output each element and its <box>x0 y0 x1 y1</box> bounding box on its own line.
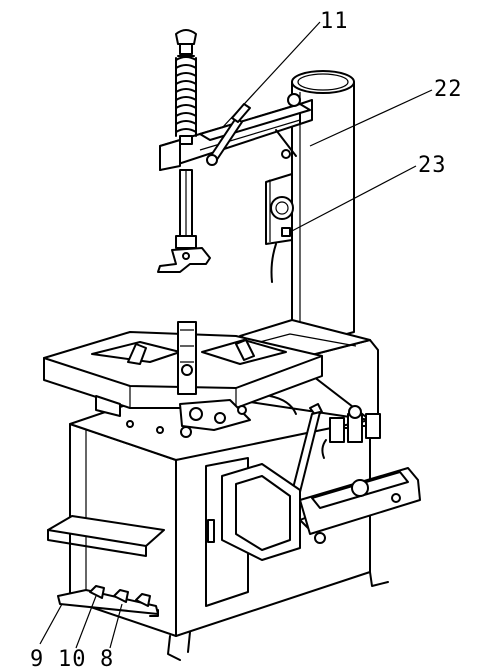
callout-labels: 11 22 23 9 10 8 <box>30 9 463 672</box>
foot-pedals <box>57 585 159 617</box>
spring-coil <box>175 56 197 137</box>
under-mechanism <box>95 395 297 438</box>
air-regulator <box>321 405 381 459</box>
callout-22: 22 <box>434 77 463 102</box>
turntable <box>43 321 323 409</box>
callout-10: 10 <box>58 647 87 672</box>
callout-23: 23 <box>418 153 447 178</box>
callout-11: 11 <box>320 9 349 34</box>
leader-lines <box>39 21 433 649</box>
mount-head <box>157 247 211 273</box>
bead-breaker-lever <box>221 403 421 561</box>
vertical-shaft <box>175 29 197 249</box>
control-box <box>265 173 294 283</box>
callout-8: 8 <box>100 647 114 672</box>
front-tray <box>47 515 165 557</box>
locking-handle <box>206 103 251 166</box>
callout-9: 9 <box>30 647 44 672</box>
